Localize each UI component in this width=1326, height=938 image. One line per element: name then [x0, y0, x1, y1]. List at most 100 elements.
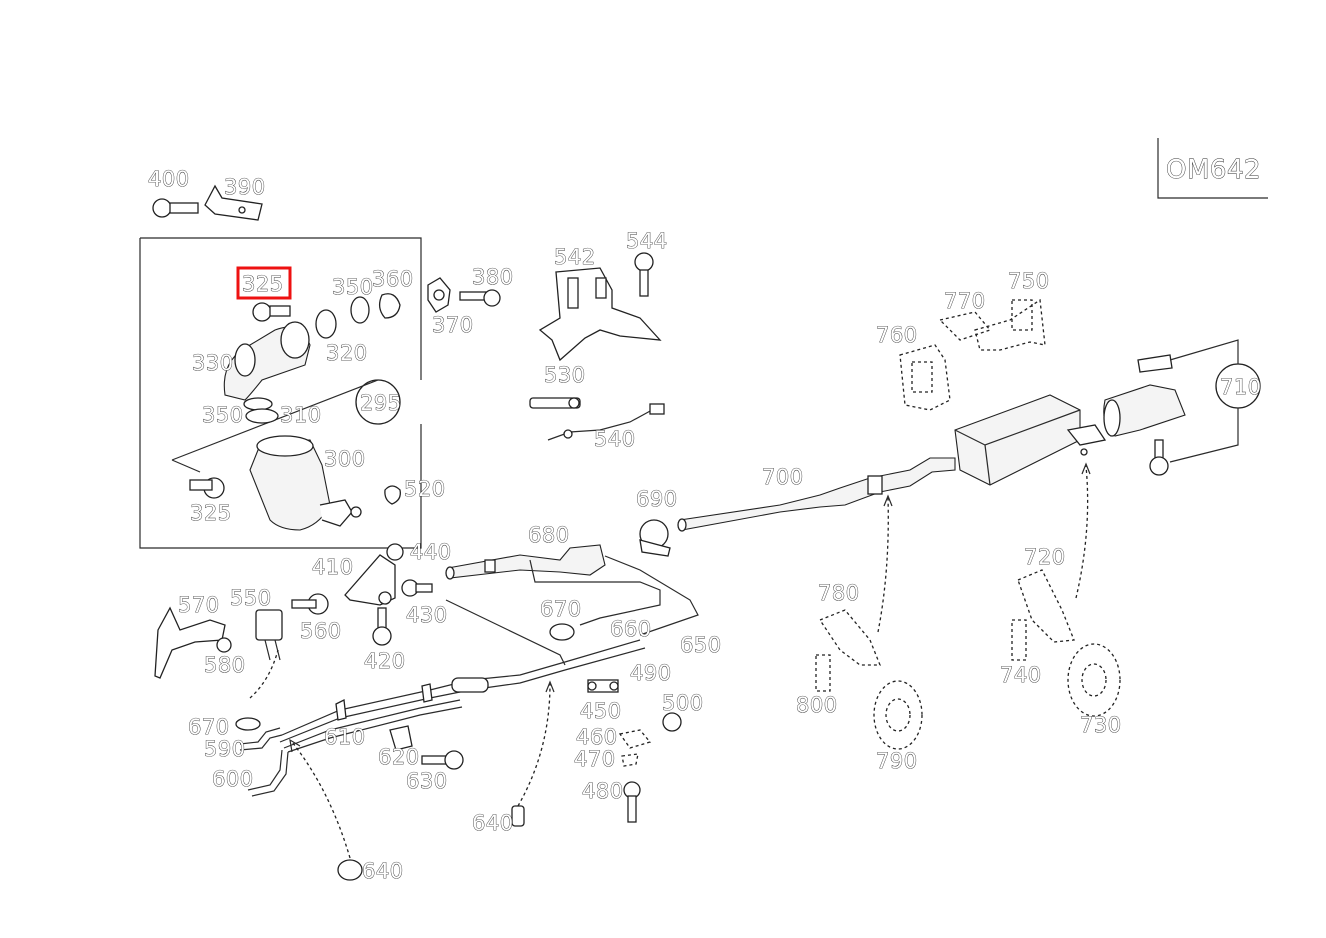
label-730[interactable]: 730	[1080, 713, 1122, 738]
label-700[interactable]: 700	[762, 465, 804, 490]
part-590-hose[interactable]	[239, 727, 283, 751]
part-760-hanger[interactable]	[899, 344, 951, 411]
label-300[interactable]: 300	[324, 447, 366, 472]
label-325-highlighted[interactable]: 325	[242, 272, 284, 297]
part-770-hanger[interactable]	[938, 311, 992, 341]
label-330[interactable]: 330	[192, 351, 234, 376]
part-700-rear-pipe[interactable]	[677, 457, 956, 532]
label-530[interactable]: 530	[544, 363, 586, 388]
part-690-clamp[interactable]	[639, 519, 671, 557]
part-600-hose[interactable]	[247, 749, 289, 797]
part-470-clip[interactable]	[621, 753, 639, 767]
label-490[interactable]: 490	[630, 661, 672, 686]
part-730-rubber-mount[interactable]	[1067, 643, 1121, 717]
part-500-nut[interactable]	[662, 712, 682, 732]
label-325-lower[interactable]: 325	[190, 501, 232, 526]
label-630[interactable]: 630	[406, 769, 448, 794]
label-650[interactable]: 650	[680, 633, 722, 658]
label-440[interactable]: 440	[410, 540, 452, 565]
label-610[interactable]: 610	[324, 725, 366, 750]
part-400-bolt[interactable]	[152, 198, 199, 218]
part-544-bolt[interactable]	[634, 252, 654, 297]
label-570[interactable]: 570	[178, 593, 220, 618]
label-550[interactable]: 550	[230, 586, 272, 611]
label-670-right[interactable]: 670	[540, 597, 582, 622]
part-380-bolt[interactable]	[459, 289, 501, 307]
part-800-bolt[interactable]	[815, 654, 831, 692]
label-320[interactable]: 320	[326, 341, 368, 366]
label-500[interactable]: 500	[662, 691, 704, 716]
part-780-mount[interactable]	[819, 609, 881, 666]
part-325-bolt-lower[interactable]	[189, 477, 225, 499]
label-640-bottom[interactable]: 640	[362, 859, 404, 884]
part-520-clip[interactable]	[384, 485, 401, 505]
part-350-ring-upper[interactable]	[350, 296, 370, 324]
label-420[interactable]: 420	[364, 649, 406, 674]
part-310-gasket[interactable]	[245, 408, 279, 424]
rear-muffler[interactable]	[954, 394, 1107, 486]
label-740[interactable]: 740	[1000, 663, 1042, 688]
part-430-bolt[interactable]	[401, 579, 433, 597]
part-640-clip-center[interactable]	[511, 805, 525, 827]
label-360[interactable]: 360	[372, 267, 414, 292]
part-640-clip-bottom[interactable]	[337, 859, 363, 881]
label-380[interactable]: 380	[472, 265, 514, 290]
part-350-ring-lower[interactable]	[243, 397, 273, 411]
label-560[interactable]: 560	[300, 619, 342, 644]
part-560-bolt[interactable]	[291, 593, 329, 615]
label-410[interactable]: 410	[312, 555, 354, 580]
part-540-sensor-cable[interactable]	[547, 403, 665, 441]
part-670-clip-right[interactable]	[549, 623, 575, 641]
label-370[interactable]: 370	[432, 313, 474, 338]
label-470[interactable]: 470	[574, 747, 616, 772]
part-710-tailpipe-group[interactable]	[1103, 339, 1261, 476]
label-450[interactable]: 450	[580, 699, 622, 724]
label-600[interactable]: 600	[212, 767, 254, 792]
part-790-rubber-mount[interactable]	[873, 680, 923, 750]
part-410-bracket[interactable]	[344, 554, 396, 606]
part-542-bracket[interactable]	[538, 267, 662, 362]
part-720-mount[interactable]	[1017, 569, 1075, 643]
label-790[interactable]: 790	[876, 749, 918, 774]
part-420-bolt[interactable]	[372, 607, 392, 646]
label-295[interactable]: 295	[360, 391, 402, 416]
label-770[interactable]: 770	[944, 289, 986, 314]
label-620[interactable]: 620	[378, 745, 420, 770]
label-670-left[interactable]: 670	[188, 715, 230, 740]
part-490-bracket[interactable]	[587, 679, 619, 693]
part-320-ring[interactable]	[315, 309, 337, 339]
label-480[interactable]: 480	[582, 779, 624, 804]
part-740-bolt[interactable]	[1011, 619, 1027, 661]
part-610-pipe-lines[interactable]	[279, 639, 646, 753]
label-690[interactable]: 690	[636, 487, 678, 512]
label-400[interactable]: 400	[148, 167, 190, 192]
part-550-sensor[interactable]	[255, 609, 283, 661]
part-670-clip-left[interactable]	[235, 717, 261, 731]
label-350-upper[interactable]: 350	[332, 275, 374, 300]
part-630-bolt[interactable]	[421, 750, 464, 770]
part-750-bracket[interactable]	[974, 298, 1046, 351]
part-390-bracket[interactable]	[204, 184, 263, 221]
part-330-pipe[interactable]	[223, 321, 311, 401]
label-800[interactable]: 800	[796, 693, 838, 718]
part-620-bracket[interactable]	[389, 725, 413, 751]
part-530-sensor[interactable]	[529, 397, 581, 409]
label-460[interactable]: 460	[576, 725, 618, 750]
label-390[interactable]: 390	[224, 175, 266, 200]
label-720[interactable]: 720	[1024, 545, 1066, 570]
part-370-gasket[interactable]	[427, 277, 451, 313]
label-544[interactable]: 544	[626, 229, 668, 254]
label-590[interactable]: 590	[204, 737, 246, 762]
label-310[interactable]: 310	[280, 403, 322, 428]
label-542[interactable]: 542	[554, 245, 596, 270]
label-660[interactable]: 660	[610, 617, 652, 642]
label-680[interactable]: 680	[528, 523, 570, 548]
label-430[interactable]: 430	[406, 603, 448, 628]
part-300-catalytic-converter[interactable]	[249, 435, 362, 531]
part-580-grommet[interactable]	[216, 637, 232, 653]
label-580[interactable]: 580	[204, 653, 246, 678]
part-680-middle-pipe[interactable]	[445, 544, 699, 636]
label-520[interactable]: 520	[404, 477, 446, 502]
label-780[interactable]: 780	[818, 581, 860, 606]
part-325-bolt-upper[interactable]	[252, 302, 291, 322]
